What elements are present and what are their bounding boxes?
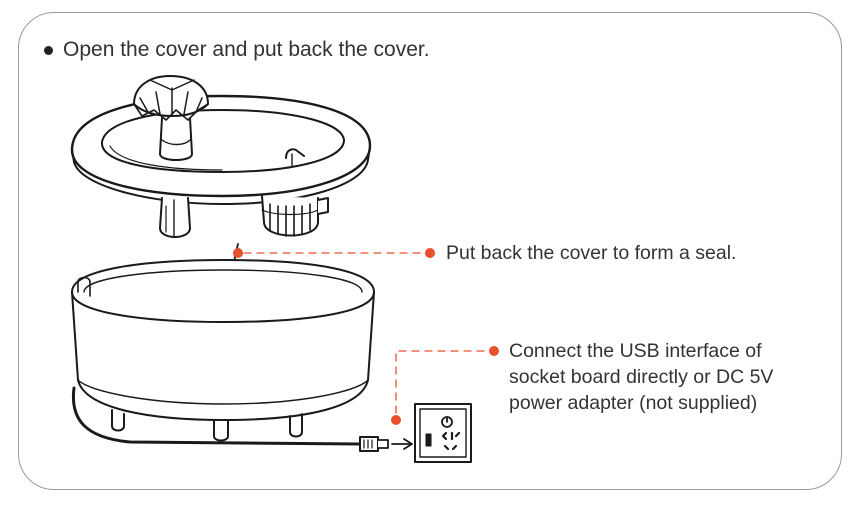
heading-text: Open the cover and put back the cover. — [63, 38, 430, 61]
wall-socket — [414, 403, 472, 463]
callout-usb-line-1: Connect the USB interface of — [509, 340, 762, 362]
usb-cable — [71, 386, 413, 452]
callout-usb-line-2: socket board directly or DC 5V — [509, 366, 774, 388]
callout-leader-2 — [391, 346, 499, 425]
callout-seal-label: Put back the cover to form a seal. — [446, 242, 737, 264]
bullet-icon — [44, 45, 53, 55]
socket-outlet-icon — [441, 431, 461, 451]
content-frame — [18, 12, 842, 490]
usb-plug-icon — [359, 436, 389, 452]
callout-usb-text: Connect the USB interface of socket boar… — [509, 338, 773, 416]
fountain-cover — [70, 75, 372, 238]
callout-leader-1 — [233, 248, 435, 258]
callout-seal-text: Put back the cover to form a seal. — [446, 240, 736, 266]
callout-usb-line-3: power adapter (not supplied) — [509, 392, 758, 414]
instruction-heading: Open the cover and put back the cover. — [44, 38, 430, 62]
fountain-base — [71, 259, 375, 442]
power-icon — [441, 416, 453, 428]
